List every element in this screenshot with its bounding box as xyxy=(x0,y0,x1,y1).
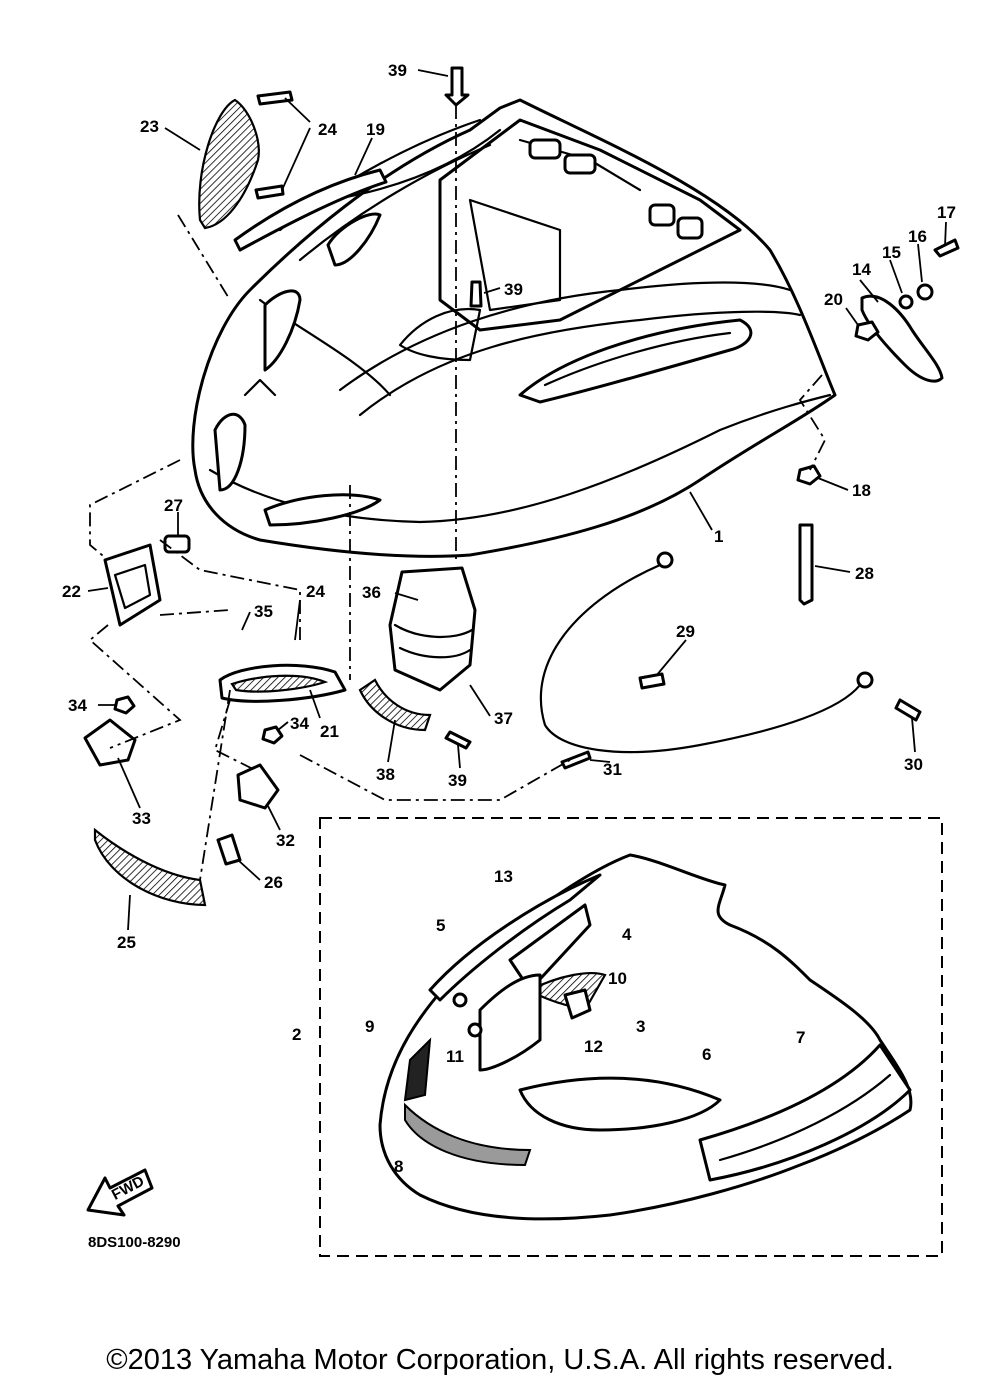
callout-26: 26 xyxy=(264,873,283,892)
callout-39b: 39 xyxy=(504,280,523,299)
callout-38: 38 xyxy=(376,765,395,784)
callout-16: 16 xyxy=(908,227,927,246)
callout-6: 6 xyxy=(702,1045,711,1064)
callout-12: 12 xyxy=(584,1037,603,1056)
callout-15: 15 xyxy=(882,243,901,262)
bracket-part xyxy=(860,294,944,383)
callout-29: 29 xyxy=(676,622,695,641)
callout-33: 33 xyxy=(132,809,151,828)
callout-11: 11 xyxy=(446,1047,464,1066)
callout-30: 30 xyxy=(904,755,923,774)
catalog-code: 8DS100-8290 xyxy=(88,1234,181,1251)
callout-3: 3 xyxy=(636,1017,645,1036)
callout-24b: 24 xyxy=(306,582,325,601)
reflector-strip-part xyxy=(358,678,432,732)
callout-2: 2 xyxy=(292,1025,301,1044)
callout-17: 17 xyxy=(937,203,956,222)
callout-8: 8 xyxy=(394,1157,403,1176)
callout-28: 28 xyxy=(855,564,874,583)
callout-39c: 39 xyxy=(448,771,467,790)
callout-labels: 1 2 3 4 5 6 7 8 9 10 11 12 13 14 15 16 1… xyxy=(62,61,956,1176)
windshield-visor-part xyxy=(198,98,260,230)
callout-14: 14 xyxy=(852,260,871,279)
fwd-arrow-icon: FWD xyxy=(86,1168,154,1217)
callout-19: 19 xyxy=(366,120,385,139)
copyright-notice: ©2013 Yamaha Motor Corporation, U.S.A. A… xyxy=(106,1344,894,1376)
callout-32: 32 xyxy=(276,831,295,850)
callout-25: 25 xyxy=(117,933,136,952)
callout-34a: 34 xyxy=(68,696,87,715)
callout-35: 35 xyxy=(254,602,273,621)
callout-10: 10 xyxy=(608,969,627,988)
callout-18: 18 xyxy=(852,481,871,500)
plate-part xyxy=(103,543,162,627)
callout-13: 13 xyxy=(494,867,513,886)
callout-24a: 24 xyxy=(318,120,337,139)
trim-strip-part xyxy=(233,168,388,252)
decal-hood-assembly xyxy=(378,853,913,1221)
callout-36: 36 xyxy=(362,583,381,602)
rivet-part xyxy=(444,66,470,107)
callout-7: 7 xyxy=(796,1028,805,1047)
clip-part xyxy=(83,718,137,767)
callout-27: 27 xyxy=(164,496,183,515)
callout-31: 31 xyxy=(603,760,622,779)
callout-20: 20 xyxy=(824,290,843,309)
leader-lines xyxy=(87,69,947,931)
callout-22: 22 xyxy=(62,582,81,601)
callout-5: 5 xyxy=(436,916,445,935)
callout-39a: 39 xyxy=(388,61,407,80)
callout-37: 37 xyxy=(494,709,513,728)
cable-tie-part xyxy=(798,523,814,606)
callout-9: 9 xyxy=(365,1017,374,1036)
cable-part xyxy=(539,563,862,754)
side-lens-part xyxy=(93,827,207,907)
callout-1: 1 xyxy=(714,527,723,546)
screw-part xyxy=(254,90,294,200)
callout-21: 21 xyxy=(320,722,339,741)
hood-assembly xyxy=(191,98,837,558)
callout-4: 4 xyxy=(622,925,632,944)
callout-34b: 34 xyxy=(290,714,309,733)
callout-23: 23 xyxy=(140,117,159,136)
decal-set-box xyxy=(319,817,943,1257)
